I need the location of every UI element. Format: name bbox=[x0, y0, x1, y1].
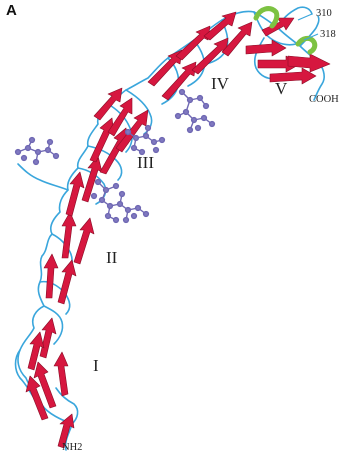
residue-label-310: 310 bbox=[316, 8, 332, 19]
beta-strand bbox=[40, 318, 56, 358]
residue-label-318: 318 bbox=[320, 29, 336, 40]
beta-strand bbox=[246, 40, 286, 56]
glycan-cluster bbox=[92, 180, 149, 223]
domain-label-i: I bbox=[93, 356, 99, 376]
beta-strand bbox=[204, 12, 236, 40]
c-terminus-label: COOH bbox=[309, 94, 339, 105]
domain-label-ii: II bbox=[106, 248, 117, 268]
domain-label-iii: III bbox=[137, 153, 154, 173]
beta-strand bbox=[288, 54, 330, 72]
beta-strand bbox=[62, 212, 76, 258]
glycan-cluster bbox=[16, 138, 59, 165]
beta-strand bbox=[94, 88, 122, 120]
beta-strand bbox=[74, 218, 94, 264]
n-terminus-label: NH2 bbox=[62, 442, 82, 453]
domain-label-iv: IV bbox=[211, 74, 229, 94]
beta-strand bbox=[176, 26, 210, 60]
beta-strand bbox=[44, 254, 58, 298]
beta-strand bbox=[66, 172, 84, 216]
panel-letter: A bbox=[6, 2, 17, 19]
glycan-cluster bbox=[176, 90, 215, 133]
domain-label-v: V bbox=[275, 79, 287, 99]
